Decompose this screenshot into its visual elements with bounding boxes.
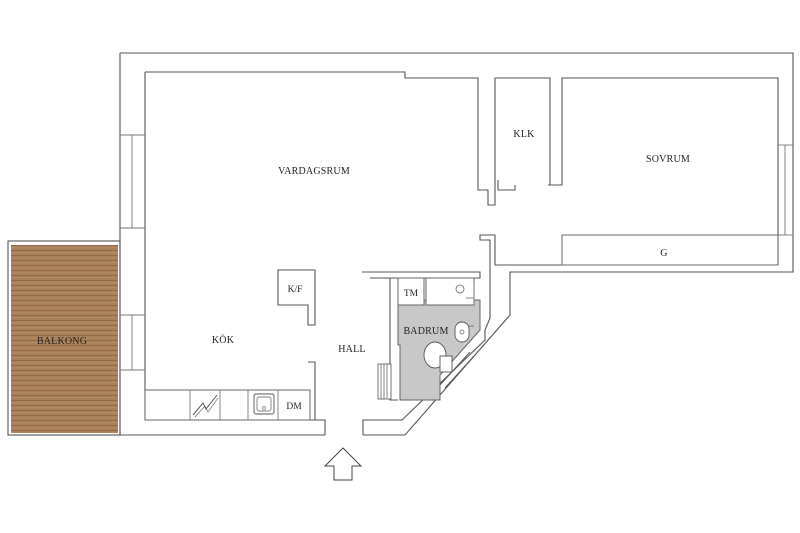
room-label-tm: TM [404,289,419,299]
room-label-badrum: BADRUM [403,326,448,337]
radiator-icon [377,363,392,400]
room-label-klk: KLK [513,129,535,140]
fridge-partition [277,269,316,326]
wardrobe [561,234,779,266]
kitchen-window [120,314,145,371]
bathroom-door [439,351,475,389]
closet-walls [497,180,550,191]
bathroom-walls [362,271,481,401]
stove-icon [192,394,219,418]
room-label-kok: KÖK [212,334,235,346]
shower-area [425,277,475,306]
tm-closet [397,277,425,306]
kitchen-counter [144,389,311,421]
room-label-hall: HALL [338,344,365,355]
room-label-sovrum: SOVRUM [646,154,690,165]
toilet-icon [423,341,453,373]
room-label-g: G [660,248,667,259]
room-label-dm: DM [286,402,302,412]
inner-wall-outline [144,71,779,435]
bathroom-sink-icon [454,321,474,343]
room-label-balkong: BALKONG [37,336,87,347]
outer-wall [119,52,794,436]
entrance-arrow-icon[interactable] [323,447,363,481]
bedroom-window [778,144,793,236]
living-room-window [120,134,145,229]
balcony [7,240,121,436]
room-label-vardagsrum: VARDAGSRUM [278,166,350,177]
sink-icon [253,393,275,415]
room-label-kf: K/F [288,285,303,295]
kitchen-hall-wall [308,361,316,420]
